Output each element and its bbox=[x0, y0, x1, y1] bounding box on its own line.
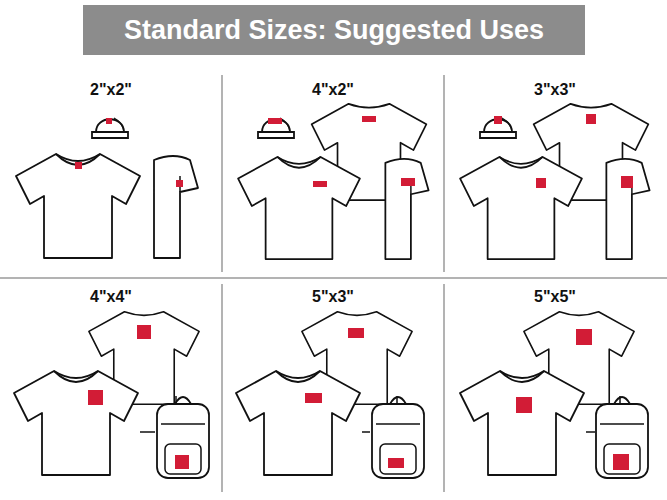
shirt-front bbox=[238, 157, 360, 259]
patch-mark bbox=[576, 329, 592, 345]
panel-divider bbox=[0, 277, 667, 279]
connector-line bbox=[586, 431, 595, 433]
panel-divider bbox=[221, 75, 223, 272]
patch-mark bbox=[621, 176, 633, 188]
patch-mark bbox=[313, 181, 327, 187]
patch-mark bbox=[362, 116, 376, 122]
patch-mark bbox=[494, 116, 502, 124]
size-label: 5"x5" bbox=[455, 287, 655, 307]
patch-mark bbox=[586, 114, 596, 124]
patch-mark bbox=[536, 178, 546, 188]
size-label: 4"x4" bbox=[11, 287, 211, 307]
patch-mark bbox=[613, 454, 629, 470]
panel-divider bbox=[443, 284, 445, 492]
connector-line bbox=[140, 431, 155, 433]
patch-mark bbox=[401, 178, 415, 186]
patch-mark bbox=[268, 118, 282, 124]
shirt-front bbox=[14, 371, 138, 475]
cap-outline bbox=[258, 118, 294, 138]
patch-mark bbox=[388, 458, 404, 468]
shirt-sleeve bbox=[606, 159, 649, 259]
patch-mark bbox=[137, 325, 151, 339]
patch-mark bbox=[176, 180, 183, 187]
shirt-front bbox=[236, 371, 360, 475]
patch-mark bbox=[88, 390, 103, 405]
patch-mark bbox=[106, 118, 112, 124]
shirt-front bbox=[16, 154, 140, 258]
shirt-sleeve bbox=[385, 159, 428, 259]
size-label: 2"x2" bbox=[11, 80, 211, 100]
shirt-front bbox=[460, 157, 582, 259]
shirt-sleeve bbox=[154, 156, 198, 258]
connector-line bbox=[362, 431, 370, 433]
title-bar: Standard Sizes: Suggested Uses bbox=[83, 5, 585, 55]
backpack-outline bbox=[157, 397, 209, 478]
backpack-outline bbox=[372, 397, 424, 478]
patch-mark bbox=[305, 393, 322, 403]
title-text: Standard Sizes: Suggested Uses bbox=[83, 5, 585, 55]
size-label: 4"x2" bbox=[233, 80, 433, 100]
size-label: 3"x3" bbox=[455, 80, 655, 100]
patch-mark bbox=[175, 455, 189, 469]
panel-divider bbox=[221, 284, 223, 492]
panel-divider bbox=[443, 75, 445, 272]
patch-mark bbox=[516, 397, 532, 413]
backpack-outline bbox=[596, 397, 648, 478]
size-label: 5"x3" bbox=[233, 287, 433, 307]
patch-mark bbox=[75, 162, 82, 169]
cap-outline bbox=[92, 118, 128, 138]
patch-mark bbox=[348, 328, 364, 338]
shirt-front bbox=[460, 371, 584, 475]
